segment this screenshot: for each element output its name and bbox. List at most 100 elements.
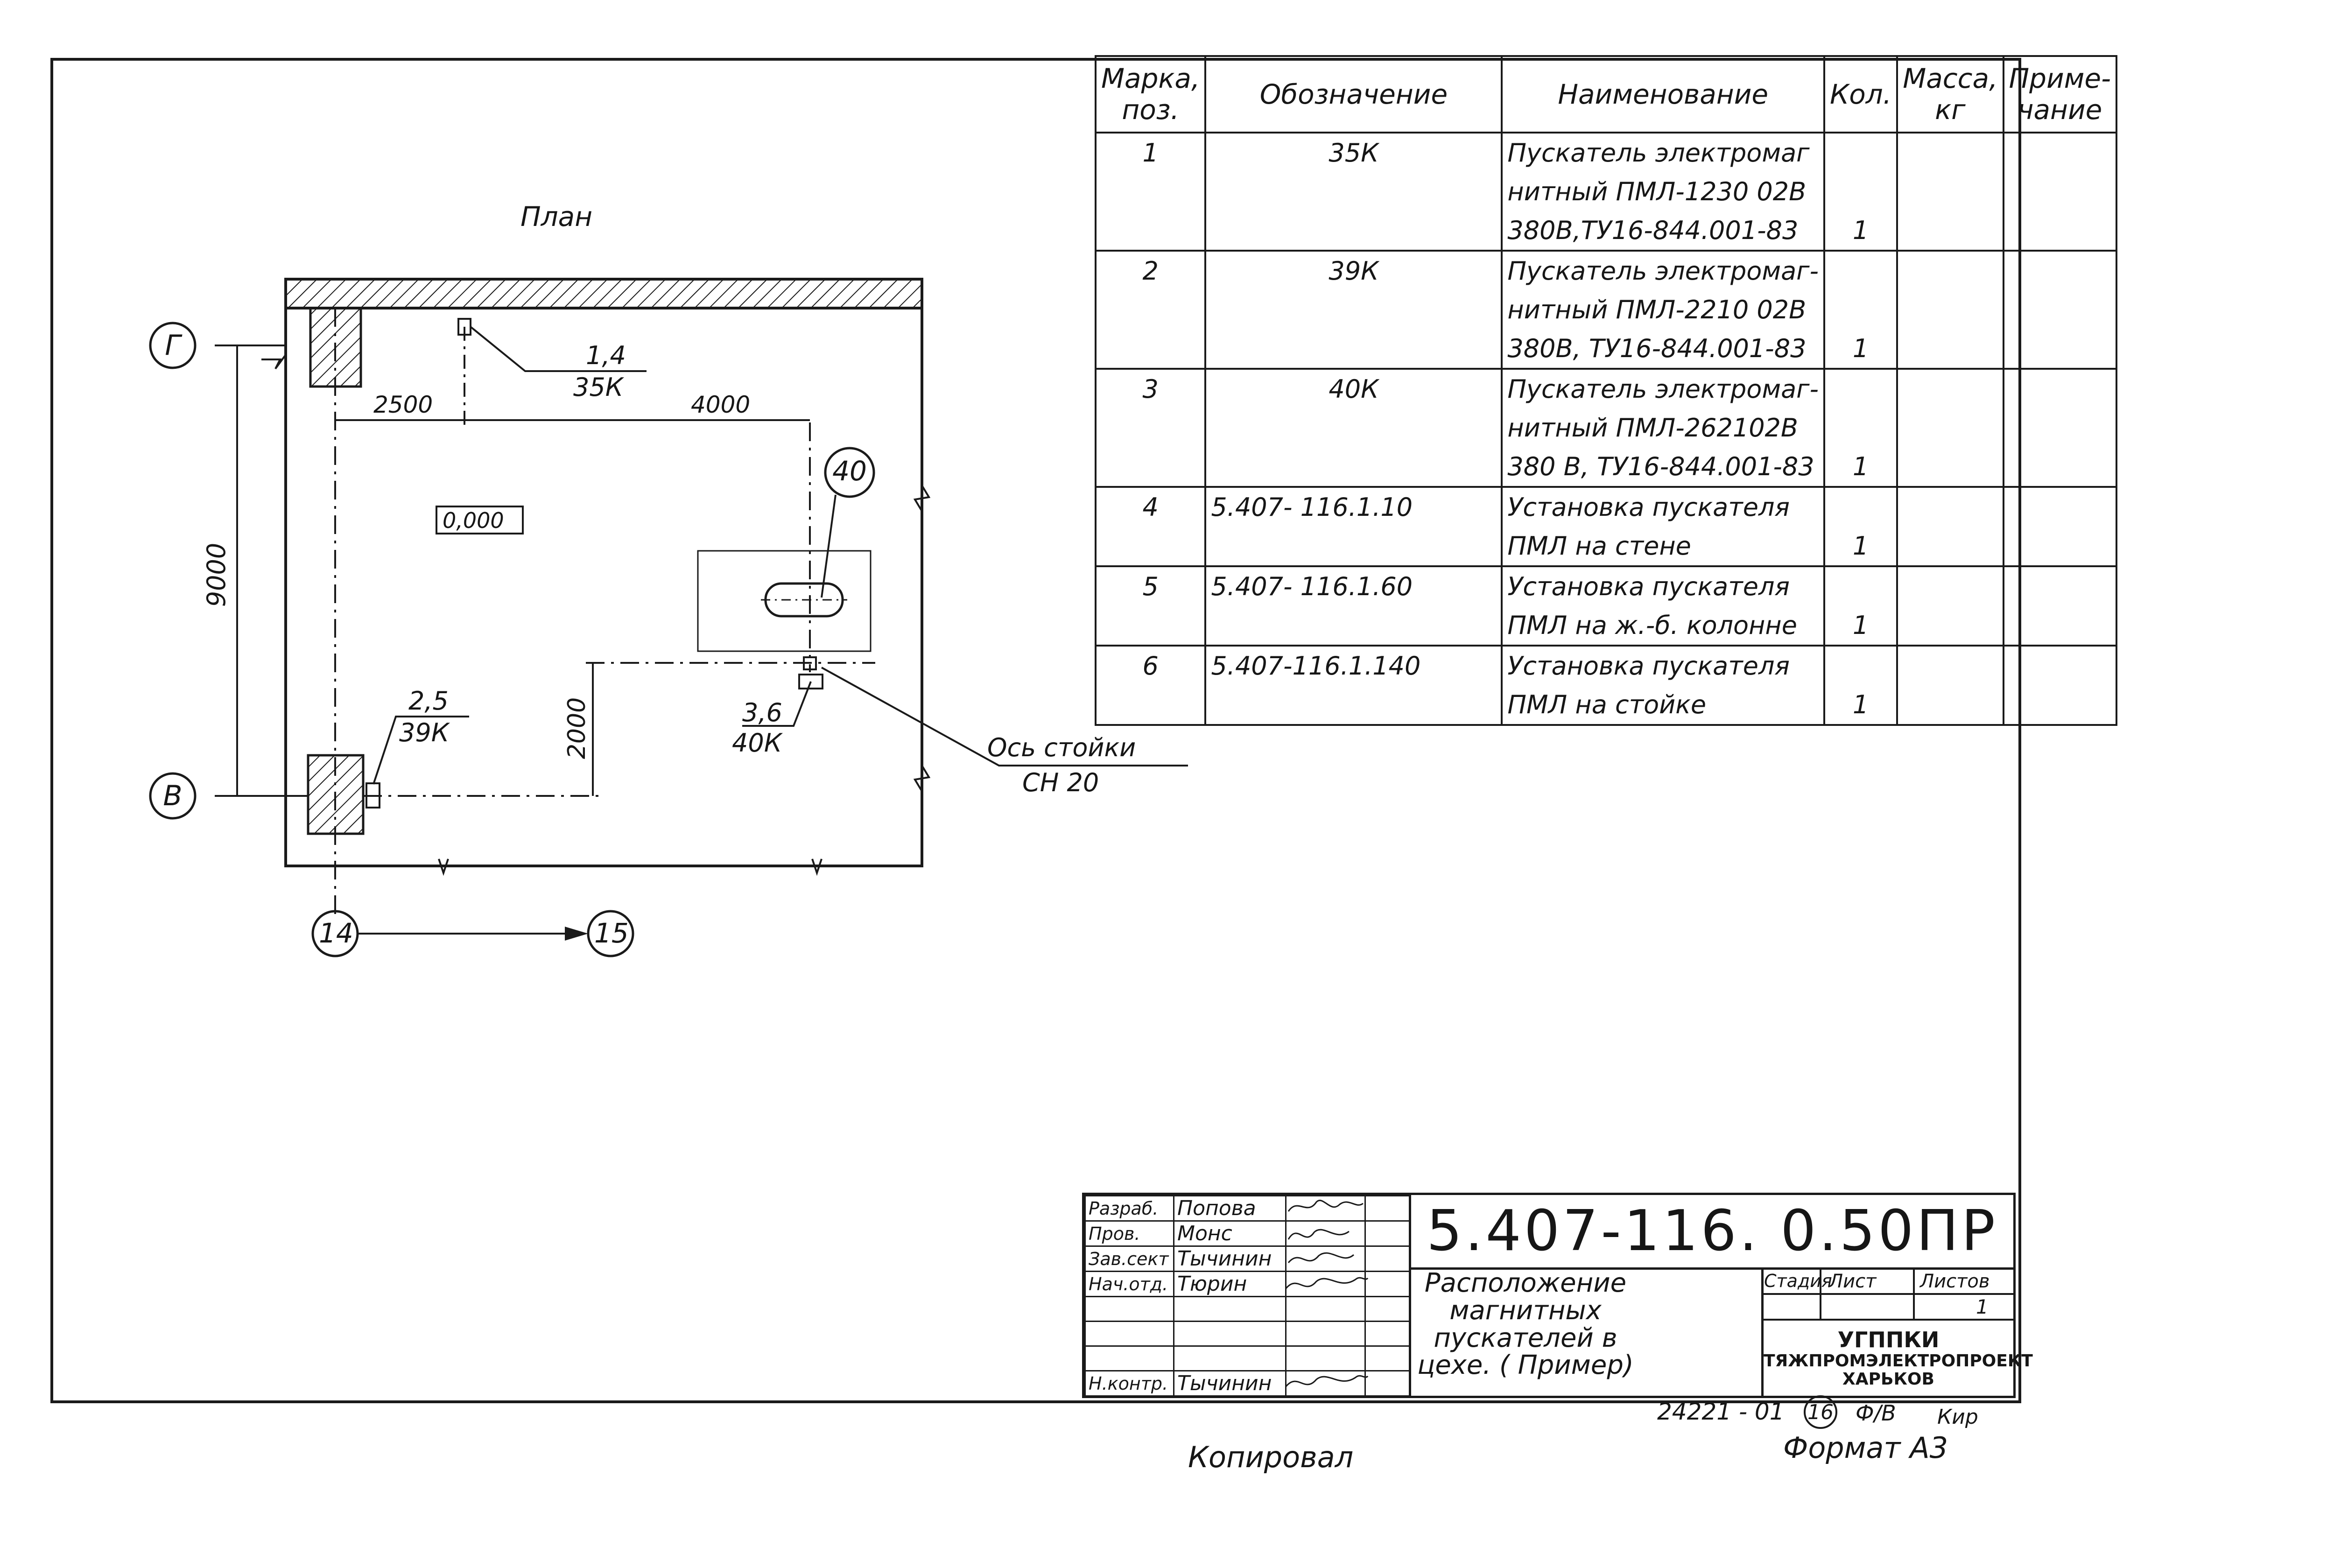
spec-cell-note [2002, 132, 2118, 172]
callout-39k-mark: 39К [399, 718, 450, 747]
starter-40k-b [798, 674, 823, 689]
spec-cell-name: Установка пускателя [1501, 486, 1826, 527]
spec-cell-qty: 1 [1823, 606, 1898, 646]
dim-2000: 2000 [563, 697, 591, 759]
spec-cell-designation [1204, 290, 1503, 329]
spec-cell-mark [1094, 290, 1207, 329]
spec-cell-qty [1823, 290, 1898, 329]
approval-cell-role: Н.контр. [1084, 1370, 1174, 1397]
header-qty: Кол. [1823, 55, 1898, 134]
approval-cell-sig [1285, 1296, 1366, 1322]
approval-cell-name: Тычинин [1173, 1245, 1287, 1272]
break-mark [811, 858, 823, 876]
stand-axis-label: Ось стойки [987, 733, 1136, 762]
approval-cell-name: Попова [1173, 1195, 1287, 1222]
spec-cell-mass [1896, 250, 2004, 290]
approval-cell-date [1364, 1370, 1410, 1397]
spec-cell-designation [1204, 606, 1503, 646]
spec-cell-name: Установка пускателя [1501, 565, 1826, 606]
break-mark [438, 858, 449, 876]
spec-cell-qty [1823, 250, 1898, 290]
spec-cell-qty [1823, 645, 1898, 685]
spec-cell-name: 380В,ТУ16-844.001-83 [1501, 211, 1826, 251]
document-code: 5.407-116. 0.50ПР [1427, 1199, 1998, 1264]
axis-circle-g [149, 322, 197, 369]
axis-label-40: 40 [832, 455, 867, 487]
spec-cell-designation: 39К [1204, 250, 1503, 290]
approval-cell-date [1364, 1321, 1410, 1347]
signature-1 [1287, 1200, 1364, 1212]
approval-cell-name [1173, 1345, 1287, 1371]
approval-cell-role: Нач.отд. [1084, 1271, 1174, 1297]
spec-cell-designation: 35К [1204, 132, 1503, 172]
spec-cell-name: Пускатель электромаг- [1501, 368, 1826, 408]
approval-row [1084, 1296, 1410, 1322]
approval-cell-sig [1285, 1370, 1366, 1397]
callout-35k-mark: 35К [573, 373, 624, 402]
signature-3 [1287, 1252, 1354, 1263]
spec-cell-note [2002, 486, 2118, 527]
approval-cell-name [1173, 1321, 1287, 1347]
dim-4000: 4000 [691, 391, 751, 418]
spec-cell-qty [1823, 368, 1898, 408]
spec-cell-qty: 1 [1823, 329, 1898, 369]
spec-cell-qty [1823, 172, 1898, 211]
approval-cell-sig [1285, 1195, 1366, 1222]
spec-cell-qty [1823, 565, 1898, 606]
spec-cell-mass [1896, 606, 2004, 646]
approval-cell-sig [1285, 1245, 1366, 1272]
inventory-number: 24221 - 01 [1657, 1398, 1785, 1425]
callout-39k-pos: 2,5 [408, 686, 449, 716]
spec-cell-note [2002, 368, 2118, 408]
spec-cell-note [2002, 565, 2118, 606]
spec-cell-designation [1204, 211, 1503, 251]
approval-cell-role [1084, 1296, 1174, 1322]
signature-4 [1285, 1277, 1369, 1289]
sheet-frame [50, 58, 2021, 1403]
spec-cell-name: ПМЛ на стене [1501, 527, 1826, 566]
leader-40-circle [821, 494, 837, 598]
org-line-2: ТЯЖПРОМЭЛЕКТРОПРОЕКТ [1764, 1351, 2033, 1371]
approval-cell-role [1084, 1321, 1174, 1347]
spec-cell-name: 380В, ТУ16-844.001-83 [1501, 329, 1826, 369]
spec-cell-designation: 5.407- 116.1.60 [1204, 565, 1503, 606]
mark-fv: Ф/В [1856, 1400, 1896, 1426]
spec-cell-mark: 6 [1094, 645, 1207, 685]
spec-cell-name: нитный ПМЛ-1230 02В [1501, 172, 1826, 211]
callout-40k-pos: 3,6 [742, 698, 782, 727]
spec-cell-mass [1896, 329, 2004, 369]
sheet-label: Лист [1829, 1271, 1877, 1292]
format-label: Формат А3 [1783, 1431, 1948, 1465]
axis-label-14: 14 [319, 917, 353, 949]
axis-label-15: 15 [594, 917, 629, 949]
spec-cell-name: ПМЛ на стойке [1501, 685, 1826, 726]
spec-cell-designation: 5.407-116.1.140 [1204, 645, 1503, 685]
spec-cell-designation [1204, 408, 1503, 447]
signatures [1285, 1200, 1369, 1387]
drawing-title: Расположение магнитных пускателей в цехе… [1417, 1268, 1634, 1381]
circled-number: 16 [1807, 1400, 1834, 1424]
spec-cell-name: Установка пускателя [1501, 645, 1826, 685]
spec-cell-designation [1204, 527, 1503, 566]
spec-cell-name: нитный ПМЛ-2210 02В [1501, 290, 1826, 329]
header-designation: Обозначение [1204, 55, 1503, 134]
spec-cell-mass [1896, 172, 2004, 211]
break-mark [913, 765, 931, 792]
spec-cell-mark: 3 [1094, 368, 1207, 408]
circled-stamp [1804, 1395, 1837, 1429]
spec-cell-mass [1896, 486, 2004, 527]
dim-9000: 9000 [202, 542, 232, 607]
spec-cell-mark [1094, 447, 1207, 487]
spec-cell-designation [1204, 685, 1503, 726]
approval-cell-name: Тычинин [1173, 1370, 1287, 1397]
spec-cell-mark [1094, 211, 1207, 251]
spec-cell-mass [1896, 685, 2004, 726]
header-mark: Марка, поз. [1094, 55, 1207, 134]
level-box [436, 506, 524, 534]
